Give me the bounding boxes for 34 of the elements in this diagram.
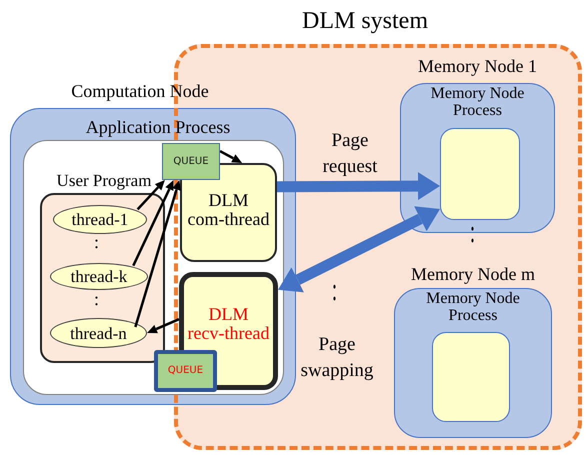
node-text: QUEUE <box>166 364 204 378</box>
ellipsis-dots: : <box>94 290 100 308</box>
node-label: Computation Node <box>70 80 210 102</box>
ellipsis-dots: : <box>94 233 100 251</box>
node-text: Memory Node Process <box>430 86 526 120</box>
node-text: thread-1 <box>70 209 130 231</box>
arrow <box>278 206 440 292</box>
node-label: Application Process <box>84 116 232 138</box>
ellipsis-dots: : <box>332 272 338 306</box>
thread-ellipse <box>53 205 147 234</box>
node-text: Memory Node Process <box>425 291 521 325</box>
arrow <box>219 150 242 163</box>
node-text: DLM recv-thread <box>186 305 270 343</box>
node-text: thread-k <box>70 266 128 288</box>
arrow <box>134 180 181 328</box>
node-label: Memory Node m <box>410 263 536 286</box>
arrow <box>147 318 180 334</box>
arrow <box>276 172 440 200</box>
node-label: Memory Node 1 <box>417 55 538 78</box>
node-text: DLM com-thread <box>186 191 270 229</box>
process-box <box>440 128 520 220</box>
node-label: User Program <box>56 170 152 192</box>
queue-box <box>154 350 217 392</box>
ellipsis-dots: : <box>470 214 476 248</box>
node-text: QUEUE <box>172 154 210 168</box>
node-label: DLM system <box>301 7 429 36</box>
arrow <box>132 180 174 266</box>
process-box <box>432 332 510 422</box>
edge-label: Page swapping <box>300 333 374 383</box>
queue-box <box>162 143 220 180</box>
thread-ellipse <box>50 263 148 290</box>
edge-label: Page request <box>322 129 378 179</box>
node-text: thread-n <box>69 322 128 344</box>
arrow <box>136 180 165 210</box>
